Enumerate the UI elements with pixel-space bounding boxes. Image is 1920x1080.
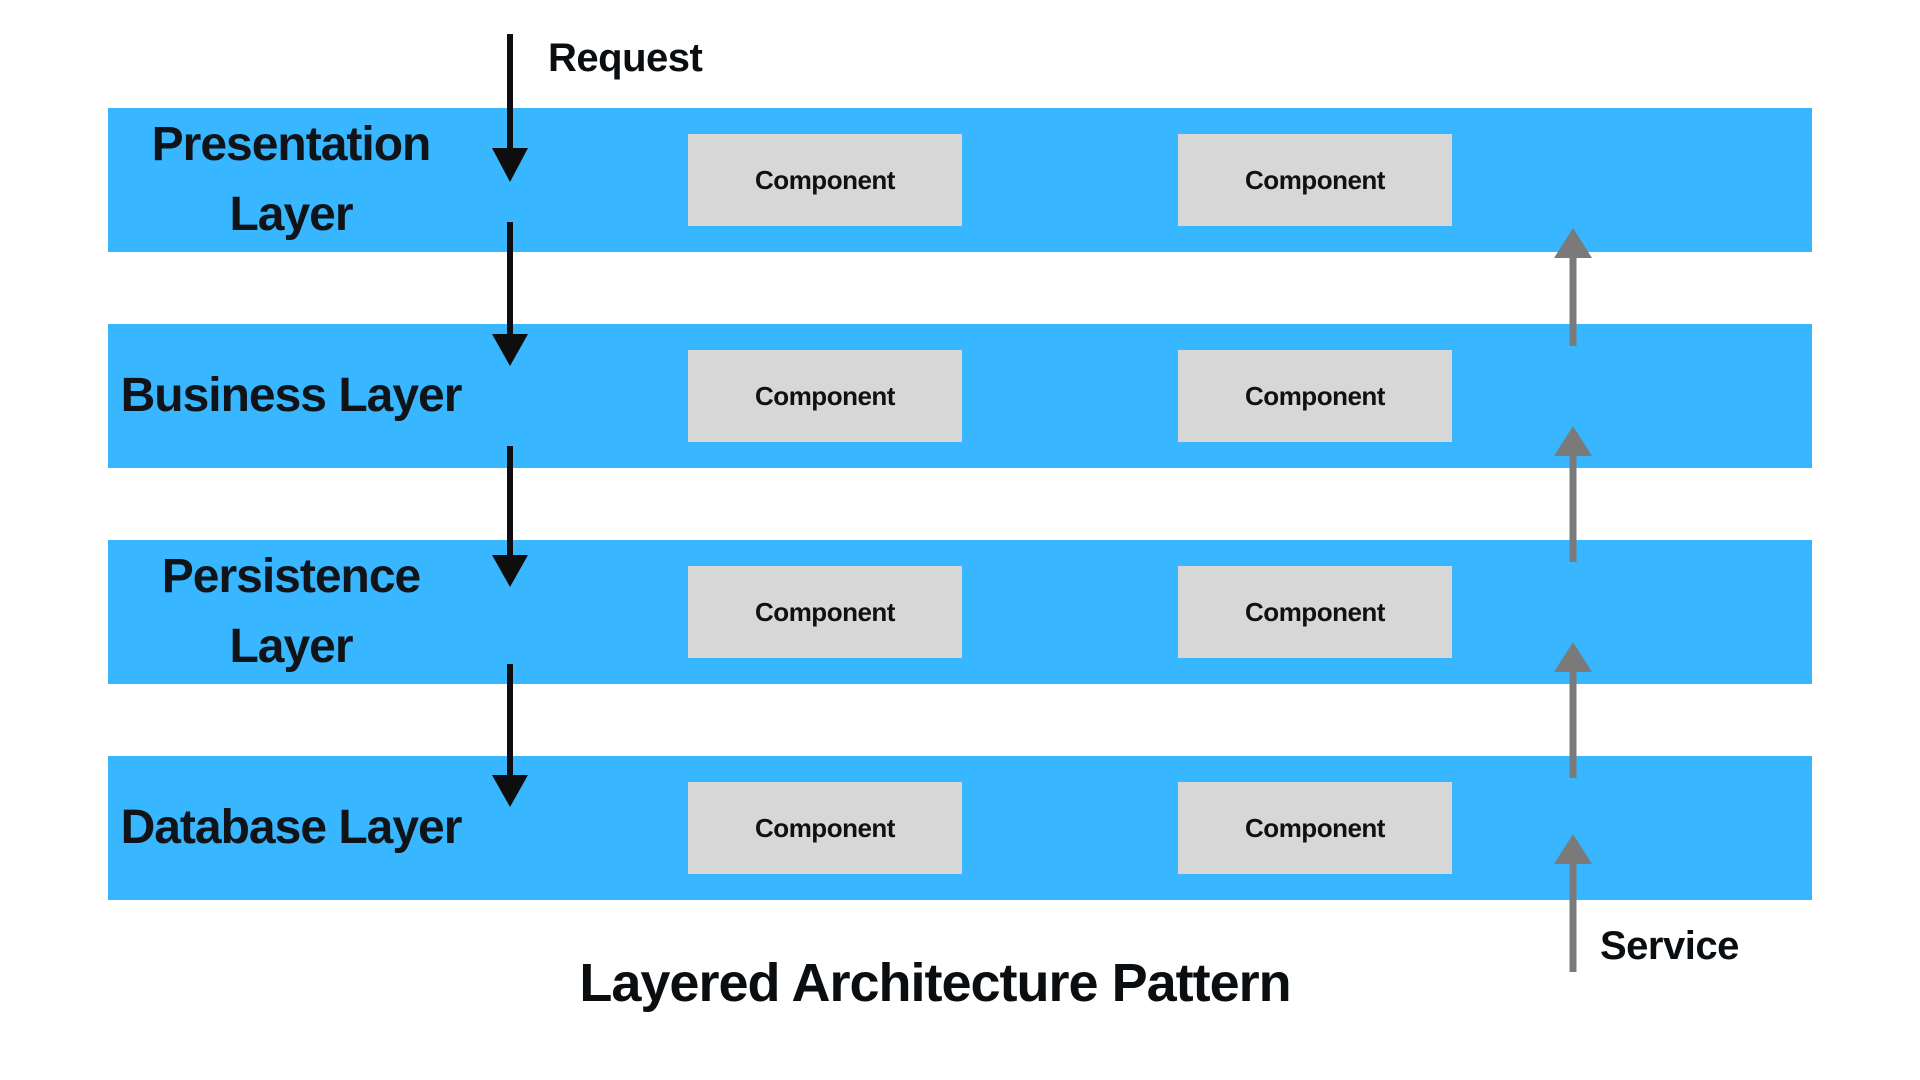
component-label: Component xyxy=(755,380,895,411)
diagram-title: Layered Architecture Pattern xyxy=(579,953,1291,1013)
layer-business: Business Layer Component Component xyxy=(108,324,1812,468)
component-label: Component xyxy=(1245,812,1385,843)
layer-business-label: Business Layer xyxy=(120,369,463,423)
component-box: Component xyxy=(1178,134,1452,226)
layer-persistence: Persistence Layer Component Component xyxy=(108,540,1812,684)
component-box: Component xyxy=(688,350,962,442)
component-label: Component xyxy=(1245,380,1385,411)
component-label: Component xyxy=(755,812,895,843)
component-box: Component xyxy=(688,134,962,226)
component-label: Component xyxy=(755,596,895,627)
layer-presentation: Presentation Layer Component Component xyxy=(108,108,1812,252)
component-label: Component xyxy=(1245,164,1385,195)
layer-database: Database Layer Component Component xyxy=(108,756,1812,900)
service-label: Service xyxy=(1600,924,1739,968)
component-box: Component xyxy=(1178,350,1452,442)
component-label: Component xyxy=(755,164,895,195)
component-label: Component xyxy=(1245,596,1385,627)
layer-presentation-label: Presentation Layer xyxy=(151,118,432,241)
layer-database-label: Database Layer xyxy=(120,801,463,855)
component-box: Component xyxy=(688,566,962,658)
layer-persistence-label: Persistence Layer xyxy=(161,550,422,673)
component-box: Component xyxy=(1178,782,1452,874)
component-box: Component xyxy=(688,782,962,874)
request-label: Request xyxy=(548,36,703,80)
component-box: Component xyxy=(1178,566,1452,658)
